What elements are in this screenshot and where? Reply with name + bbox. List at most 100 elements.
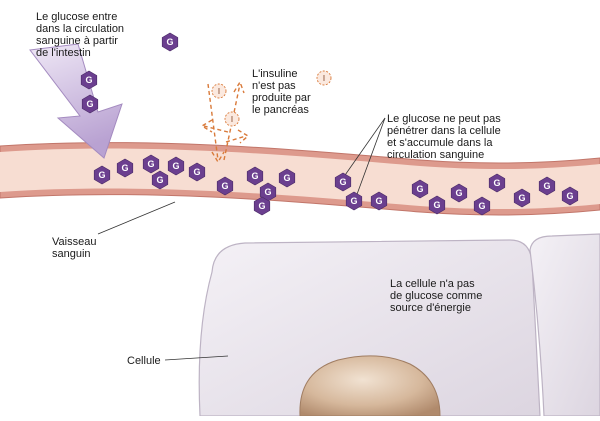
glucose-letter: G bbox=[85, 75, 92, 85]
glucose-hexagon bbox=[473, 196, 491, 216]
glucose-hexagon bbox=[246, 166, 264, 186]
glucose-letter: G bbox=[455, 188, 462, 198]
neighbor-cell-shape bbox=[529, 233, 600, 417]
insulin-arrow-left bbox=[203, 125, 229, 133]
glucose-hexagon bbox=[513, 188, 531, 208]
glucose-hexagon bbox=[561, 186, 579, 206]
glucose-molecule-icon: G bbox=[513, 188, 531, 208]
nucleus bbox=[299, 355, 441, 417]
glucose-hexagon bbox=[161, 32, 179, 52]
glucose-molecule-icon: G bbox=[334, 172, 352, 192]
glucose-molecule-icon: G bbox=[246, 166, 264, 186]
insulin-circle bbox=[211, 83, 227, 99]
glucose-letter: G bbox=[283, 173, 290, 183]
glucose-hexagon bbox=[488, 173, 506, 193]
glucose-letter: G bbox=[98, 170, 105, 180]
glucose-letter: G bbox=[193, 167, 200, 177]
glucose-molecule-icon: G bbox=[81, 94, 99, 114]
leader-lines bbox=[97, 117, 386, 361]
glucose-hexagon bbox=[81, 94, 99, 114]
glucose-molecule-icon: G bbox=[411, 179, 429, 199]
glucose-hexagon bbox=[370, 191, 388, 211]
glucose-hexagon bbox=[278, 168, 296, 188]
glucose-molecule-icon: G bbox=[116, 158, 134, 178]
label-insulin: L'insuline n'est pas produite par le pan… bbox=[252, 68, 311, 116]
glucose-letter: G bbox=[221, 181, 228, 191]
glucose-hexagon bbox=[450, 183, 468, 203]
glucose-molecule-icon: G bbox=[151, 170, 169, 190]
glucose-molecule-icon: G bbox=[80, 70, 98, 90]
glucose-molecule-icon: G bbox=[370, 191, 388, 211]
leader-vessel bbox=[97, 201, 176, 235]
cell-group bbox=[198, 233, 600, 417]
glucose-letter: G bbox=[433, 200, 440, 210]
glucose-hexagon bbox=[93, 165, 111, 185]
insulin-arrow-left-head bbox=[200, 119, 213, 133]
insulin-molecule-icon: I bbox=[316, 70, 332, 86]
glucose-letter: G bbox=[264, 187, 271, 197]
glucose-letter: G bbox=[86, 99, 93, 109]
insulin-letter: I bbox=[231, 115, 233, 124]
insulin-circle bbox=[224, 111, 240, 127]
glucose-hexagon bbox=[80, 70, 98, 90]
leader-glucose-1 bbox=[342, 117, 386, 179]
insulin-arrow-right-head bbox=[237, 129, 250, 144]
glucose-molecule-icon: G bbox=[538, 176, 556, 196]
glucose-letter: G bbox=[478, 201, 485, 211]
glucose-letter: G bbox=[166, 37, 173, 47]
blood-vessel bbox=[0, 142, 600, 216]
glucose-letter: G bbox=[375, 196, 382, 206]
glucose-letter: G bbox=[566, 191, 573, 201]
intestine-arrow bbox=[29, 43, 123, 159]
glucose-molecule-icon: G bbox=[188, 162, 206, 182]
glucose-hexagon bbox=[167, 156, 185, 176]
glucose-hexagon bbox=[188, 162, 206, 182]
glucose-molecule-icon: G bbox=[561, 186, 579, 206]
glucose-molecule-icon: G bbox=[473, 196, 491, 216]
glucose-molecule-icon: G bbox=[161, 32, 179, 52]
insulin-letter: I bbox=[323, 74, 325, 83]
glucose-molecule-icon: G bbox=[450, 183, 468, 203]
leader-cell bbox=[164, 355, 229, 361]
label-glucose-blocked: Le glucose ne peut pas pénétrer dans la … bbox=[387, 113, 501, 161]
label-vessel: Vaisseau sanguin bbox=[52, 236, 97, 260]
glucose-letter: G bbox=[156, 175, 163, 185]
glucose-letter: G bbox=[350, 196, 357, 206]
leader-glucose-2 bbox=[355, 117, 386, 198]
glucose-letter: G bbox=[121, 163, 128, 173]
label-cell: Cellule bbox=[127, 355, 161, 367]
glucose-letter: G bbox=[258, 201, 265, 211]
glucose-molecule-icon: G bbox=[488, 173, 506, 193]
insulin-molecule-icon: I bbox=[224, 111, 240, 127]
glucose-molecule-icon: G bbox=[93, 165, 111, 185]
label-glucose-entry: Le glucose entre dans la circulation san… bbox=[36, 11, 125, 59]
glucose-molecule-icon: G bbox=[253, 196, 271, 216]
glucose-molecule-icon: G bbox=[167, 156, 185, 176]
insulin-layer: I I I bbox=[211, 70, 332, 127]
glucose-hexagon bbox=[151, 170, 169, 190]
glucose-molecule-icon: G bbox=[428, 195, 446, 215]
glucose-hexagon bbox=[142, 154, 160, 174]
glucose-hexagon bbox=[345, 191, 363, 211]
glucose-letter: G bbox=[543, 181, 550, 191]
intestine-arrow-shape bbox=[29, 43, 123, 159]
glucose-molecule-icon: G bbox=[345, 191, 363, 211]
glucose-molecule-icon: G bbox=[278, 168, 296, 188]
insulin-arrow-right bbox=[225, 135, 247, 143]
glucose-hexagon bbox=[253, 196, 271, 216]
glucose-hexagon bbox=[116, 158, 134, 178]
insulin-arrow-up-head bbox=[233, 80, 245, 94]
glucose-hexagon bbox=[538, 176, 556, 196]
glucose-hexagon bbox=[334, 172, 352, 192]
glucose-molecule-icon: G bbox=[216, 176, 234, 196]
glucose-hexagon bbox=[216, 176, 234, 196]
glucose-letter: G bbox=[251, 171, 258, 181]
insulin-arrow-down bbox=[207, 83, 219, 161]
insulin-molecule-icon: I bbox=[211, 83, 227, 99]
insulin-letter: I bbox=[218, 87, 220, 96]
glucose-hexagon bbox=[411, 179, 429, 199]
glucose-letter: G bbox=[416, 184, 423, 194]
